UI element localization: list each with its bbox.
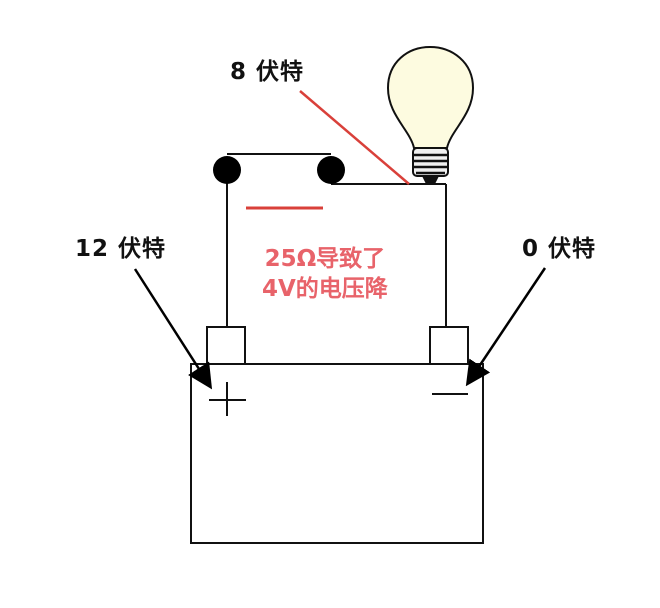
top-voltage-label: 8 伏特	[230, 59, 305, 85]
light-bulb-icon	[386, 45, 475, 184]
negative-terminal	[429, 326, 469, 365]
annotation-line2: 4V的电压降	[262, 276, 388, 302]
annotation-line1: 25Ω导致了	[264, 246, 386, 272]
left-voltage-label: 12 伏特	[75, 236, 167, 262]
connector-dot-left	[213, 156, 241, 184]
positive-terminal	[206, 326, 246, 365]
annotation-text: 25Ω导致了 4V的电压降	[262, 244, 388, 304]
arrow-right	[465, 267, 547, 387]
red-pointer-line	[299, 90, 410, 185]
wire	[226, 153, 447, 327]
arrow-left	[133, 268, 213, 390]
connector-dot-right	[317, 156, 345, 184]
plus-icon	[209, 382, 246, 416]
right-voltage-label: 0 伏特	[522, 236, 597, 262]
battery	[190, 363, 484, 544]
